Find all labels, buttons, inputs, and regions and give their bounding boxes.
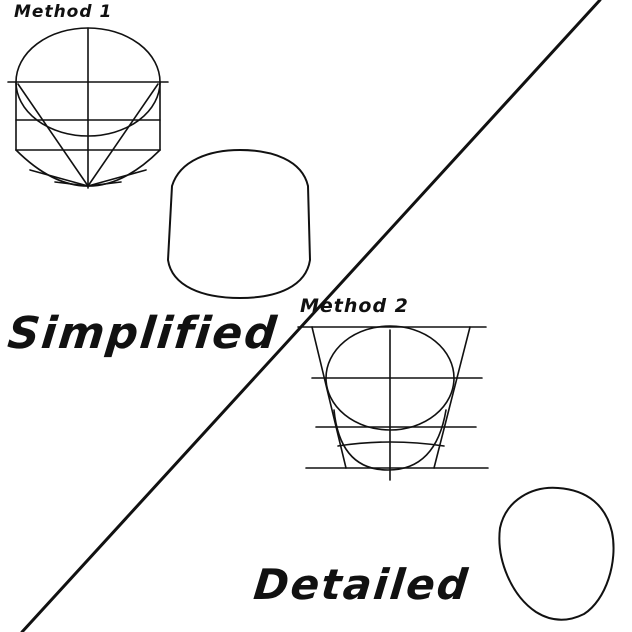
method1-jaw-line-left xyxy=(17,83,89,187)
method2-right-side xyxy=(433,326,471,469)
method1-label: Method 1 xyxy=(14,2,113,22)
method1-fan-line xyxy=(87,169,147,187)
method2-head-shape xyxy=(498,486,615,621)
method1-construction xyxy=(7,27,169,189)
method1-fan-line xyxy=(87,181,122,187)
method1-fan-line xyxy=(29,169,89,187)
method2-label: Method 2 xyxy=(300,295,409,317)
method2-chin-arc xyxy=(337,441,445,447)
method2-construction xyxy=(297,325,489,481)
method1-head-shape xyxy=(167,149,311,299)
diagonal-divider xyxy=(20,0,602,632)
method1-fan-line xyxy=(54,181,89,187)
method2-jaw-curve xyxy=(333,409,447,471)
method2-left-side xyxy=(311,326,347,469)
simplified-label: Simplified xyxy=(5,308,281,359)
detailed-label: Detailed xyxy=(251,560,472,609)
method1-jaw-line-right xyxy=(87,83,159,187)
